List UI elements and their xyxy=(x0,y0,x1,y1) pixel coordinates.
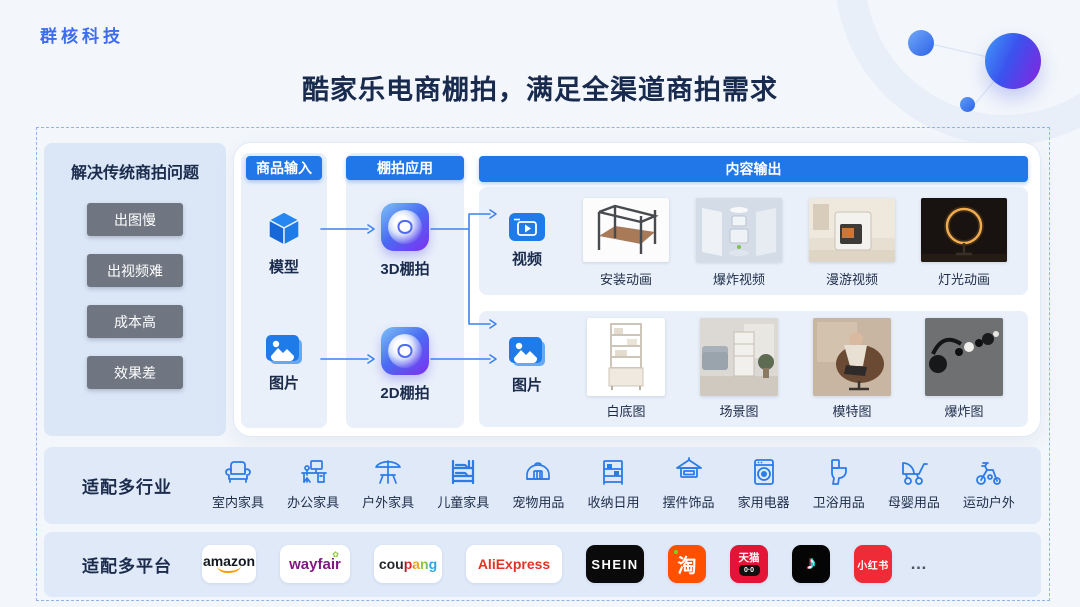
storage-rack-icon xyxy=(603,460,624,485)
tmall-logo: 天猫 0·0 xyxy=(730,545,768,583)
video-icon xyxy=(509,213,545,241)
industry-item-kids-furniture: 儿童家具 xyxy=(427,456,499,511)
platforms-label: 适配多平台 xyxy=(82,557,172,576)
app-3d-label: 3D棚拍 xyxy=(380,261,430,278)
scene-image-label: 场景图 xyxy=(719,404,759,419)
company-logo: 群核科技 xyxy=(40,27,124,46)
industry-item-ornaments: 摆件饰品 xyxy=(653,456,725,511)
koolab-app-icon xyxy=(381,203,429,251)
white-background-image xyxy=(587,318,665,396)
explosion-image-label: 爆炸图 xyxy=(944,404,984,419)
bunk-bed-icon xyxy=(452,459,475,485)
app-2d-node: 2D棚拍 xyxy=(365,327,445,403)
platforms-list: amazon wayfair ✿ coupang AliExpress SHEI… xyxy=(202,545,929,583)
picture-icon xyxy=(266,335,302,364)
output-video-node: 视频 xyxy=(492,213,562,269)
output-video-label: 视频 xyxy=(511,251,542,268)
industries-band: 适配多行业 室内家具 办公家具 户外家具 儿童家具 宠物用品 收纳日用 摆件饰品 xyxy=(44,447,1041,524)
walkthrough-video-image xyxy=(809,198,895,262)
header-content-output: 内容输出 xyxy=(479,156,1028,182)
problem-item-high-cost: 成本高 xyxy=(87,305,183,338)
wayfair-flower-icon: ✿ xyxy=(332,550,339,559)
taobao-dot-icon xyxy=(674,550,678,554)
problem-item-slow-render: 出图慢 xyxy=(87,203,183,236)
toilet-icon xyxy=(830,459,847,485)
douyin-logo: ♪ xyxy=(792,545,830,583)
tmall-cat-face-icon: 0·0 xyxy=(738,564,760,576)
input-model-node: 模型 xyxy=(252,209,316,277)
output-image-node: 图片 xyxy=(492,337,562,395)
xiaohongshu-logo: 小红书 xyxy=(854,545,892,583)
install-animation-image xyxy=(583,198,669,262)
pet-carrier-icon xyxy=(526,462,551,480)
amazon-smile-icon xyxy=(217,566,241,573)
light-animation-label: 灯光动画 xyxy=(937,272,990,287)
light-animation-image xyxy=(921,198,1007,262)
coupang-logo: coupang xyxy=(374,545,442,583)
platforms-band: 适配多平台 amazon wayfair ✿ coupang AliExpres… xyxy=(44,532,1041,597)
office-desk-icon xyxy=(301,460,327,483)
industry-item-sports-outdoor: 运动户外 xyxy=(953,456,1025,511)
model-image-label: 模特图 xyxy=(832,404,872,419)
explosion-video-label: 爆炸视频 xyxy=(712,272,765,287)
koolab-app-icon xyxy=(381,327,429,375)
app-3d-node: 3D棚拍 xyxy=(365,203,445,279)
selection-marquee xyxy=(36,127,1050,601)
taobao-logo: 淘 xyxy=(668,545,706,583)
aliexpress-logo: AliExpress xyxy=(466,545,562,583)
white-background-label: 白底图 xyxy=(606,404,646,419)
ornament-frame-icon xyxy=(675,457,702,478)
amazon-logo: amazon xyxy=(202,545,256,583)
problem-item-poor-result: 效果差 xyxy=(87,356,183,389)
workflow-panel: 商品输入 棚拍应用 内容输出 模型 图片 3D棚拍 2D棚拍 xyxy=(233,142,1041,437)
armchair-icon xyxy=(225,461,251,483)
industry-item-indoor-furniture: 室内家具 xyxy=(202,456,274,511)
explosion-video-image xyxy=(696,198,782,262)
explosion-image xyxy=(925,318,1003,396)
washing-machine-icon xyxy=(753,459,774,485)
industry-item-pet-supplies: 宠物用品 xyxy=(502,456,574,511)
decorative-sphere-medium xyxy=(908,30,934,56)
problems-title: 解决传统商拍问题 xyxy=(70,165,199,182)
page-title: 酷家乐电商棚拍，满足全渠道商拍需求 xyxy=(302,75,778,105)
industries-list: 室内家具 办公家具 户外家具 儿童家具 宠物用品 收纳日用 摆件饰品 家用电器 xyxy=(202,456,1025,511)
industries-label: 适配多行业 xyxy=(82,478,172,497)
music-note-icon: ♪ xyxy=(806,553,816,574)
problem-item-hard-video: 出视频难 xyxy=(87,254,183,287)
picture-icon xyxy=(509,337,545,366)
more-platforms-ellipsis: … xyxy=(910,554,929,573)
model-image xyxy=(813,318,891,396)
industry-item-bathroom: 卫浴用品 xyxy=(803,456,875,511)
decorative-sphere-small xyxy=(960,97,975,112)
shein-logo: SHEIN xyxy=(586,545,644,583)
header-product-input: 商品输入 xyxy=(246,156,322,180)
wayfair-logo: wayfair ✿ xyxy=(280,545,350,583)
input-model-label: 模型 xyxy=(268,259,299,276)
industry-item-outdoor-furniture: 户外家具 xyxy=(352,456,424,511)
patio-umbrella-icon xyxy=(375,460,402,484)
scene-image xyxy=(700,318,778,396)
output-image-label: 图片 xyxy=(511,377,542,394)
industry-item-storage-daily: 收纳日用 xyxy=(577,456,649,511)
industry-item-mother-baby: 母婴用品 xyxy=(878,456,950,511)
industry-item-home-appliances: 家用电器 xyxy=(728,456,800,511)
exercise-bike-icon xyxy=(976,462,1001,485)
input-column xyxy=(241,153,327,428)
install-animation-label: 安装动画 xyxy=(599,272,652,287)
industry-item-office-furniture: 办公家具 xyxy=(277,456,349,511)
cube-3d-icon xyxy=(268,211,300,246)
input-image-node: 图片 xyxy=(252,335,316,393)
header-studio-app: 棚拍应用 xyxy=(346,156,464,180)
input-image-label: 图片 xyxy=(268,375,299,392)
walkthrough-video-label: 漫游视频 xyxy=(825,272,878,287)
app-2d-label: 2D棚拍 xyxy=(380,385,430,402)
decorative-sphere-large xyxy=(985,33,1041,89)
stroller-icon xyxy=(901,462,928,485)
problems-panel: 解决传统商拍问题 出图慢 出视频难 成本高 效果差 xyxy=(44,143,226,436)
